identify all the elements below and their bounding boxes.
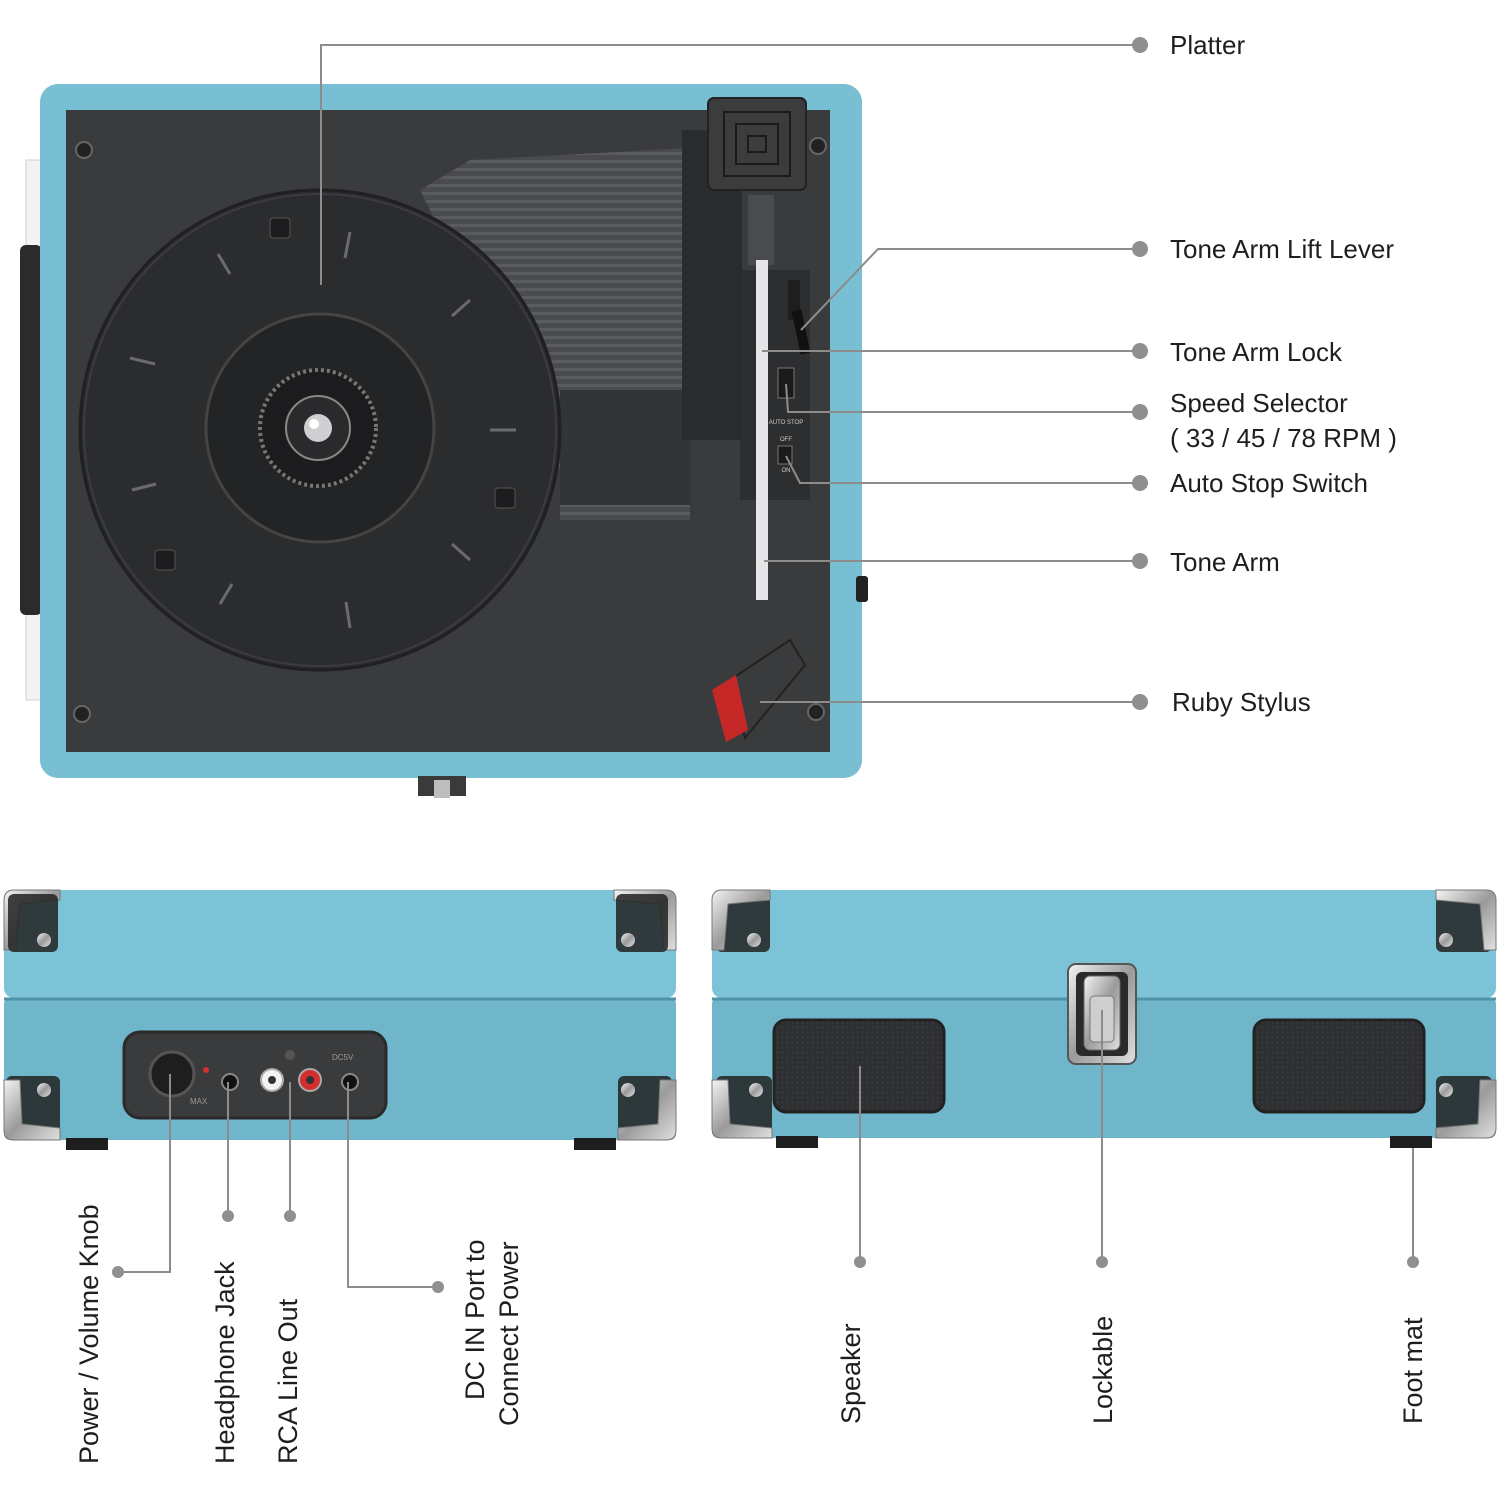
auto-stop-switch xyxy=(777,445,793,465)
label-ruby-stylus: Ruby Stylus xyxy=(1172,687,1311,717)
lift-lever xyxy=(791,309,811,355)
label-auto-stop-switch: Auto Stop Switch xyxy=(1170,468,1368,498)
tone-arm-assembly: AUTO STOP OFF ON xyxy=(682,97,811,742)
platter xyxy=(78,188,562,672)
label-foot-mat: Foot mat xyxy=(1398,1317,1428,1424)
label-dc-in-line2: Connect Power xyxy=(494,1241,524,1426)
back-view: MAX DC5V xyxy=(3,889,677,1150)
label-speed-selector-rpm: ( 33 / 45 / 78 RPM ) xyxy=(1170,423,1397,453)
on-marking: ON xyxy=(782,468,791,474)
dc-in-port xyxy=(341,1073,359,1091)
ruby-stylus xyxy=(712,675,748,742)
label-dc-in-line1: DC IN Port to xyxy=(460,1239,490,1400)
dc-marking: DC5V xyxy=(332,1053,354,1062)
label-tone-arm-lock: Tone Arm Lock xyxy=(1170,337,1342,367)
label-rca-line-out: RCA Line Out xyxy=(273,1298,303,1464)
leader-lines xyxy=(118,44,1414,1288)
label-tone-arm-lift-lever: Tone Arm Lift Lever xyxy=(1170,234,1394,264)
deck-screws xyxy=(73,137,827,723)
top-view: AUTO STOP OFF ON xyxy=(20,84,868,798)
control-panel xyxy=(122,1030,388,1120)
label-speed-selector: Speed Selector xyxy=(1170,388,1348,418)
speaker-right xyxy=(1252,1018,1426,1114)
tone-arm xyxy=(756,260,768,610)
counterweight xyxy=(707,97,807,191)
corner-protectors xyxy=(3,889,677,1141)
label-power-volume-knob: Power / Volume Knob xyxy=(74,1204,104,1464)
carry-handle xyxy=(20,245,42,615)
front-view xyxy=(711,889,1497,1148)
off-marking: OFF xyxy=(780,437,792,443)
label-platter: Platter xyxy=(1170,30,1246,60)
auto-stop-marking: AUTO STOP xyxy=(769,420,803,426)
label-lockable: Lockable xyxy=(1088,1315,1118,1424)
corner-protectors-front xyxy=(711,889,1497,1139)
label-tone-arm: Tone Arm xyxy=(1170,547,1280,577)
leader-dots xyxy=(112,37,1419,1293)
power-volume-knob xyxy=(148,1050,196,1098)
label-headphone-jack: Headphone Jack xyxy=(210,1261,240,1464)
headphone-jack xyxy=(221,1073,239,1091)
label-speaker: Speaker xyxy=(836,1323,866,1424)
knob-max-marking: MAX xyxy=(190,1097,208,1106)
